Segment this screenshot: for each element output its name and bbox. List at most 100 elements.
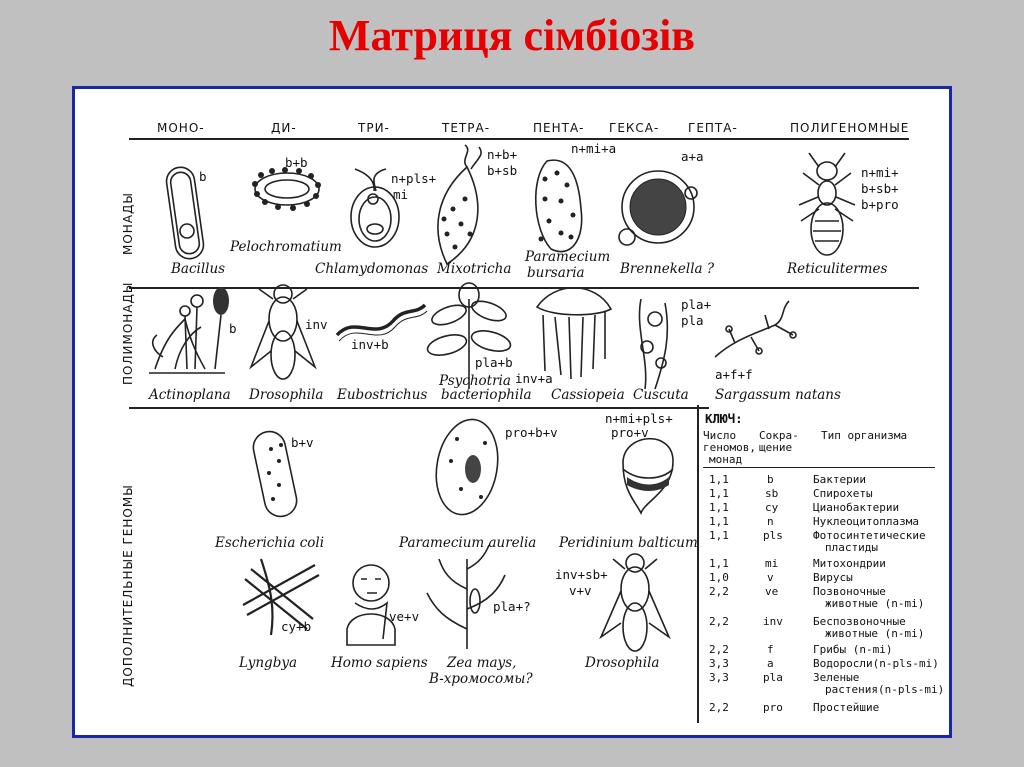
column-header-mono: МОНО-	[157, 121, 205, 135]
key-abbr: pls	[763, 529, 783, 542]
slide-title: Матриця сімбіозів	[328, 11, 696, 60]
row-divider-2	[129, 407, 709, 409]
key-abbr: pla	[763, 671, 783, 684]
escherichia-coli-code: b+v	[291, 435, 314, 450]
cassiopeia-drawing	[535, 287, 613, 380]
key-num: 3,3	[709, 657, 729, 670]
pelochromatium-code: b+b	[285, 155, 308, 170]
key-col-type: Тип организма	[821, 429, 908, 442]
cuscuta-code-2: pla	[681, 313, 704, 328]
column-header-hexa: ГЕКСА-	[609, 121, 660, 135]
mixotricha-code-2: b+sb	[487, 163, 518, 178]
reticulitermes-label: Reticulitermes	[787, 261, 888, 277]
key-type-2: растения(n-pls-mi)	[825, 683, 945, 696]
key-num: 2,2	[709, 615, 729, 628]
key-num: 1,1	[709, 529, 729, 542]
paramecium-bursaria-drawing	[534, 159, 583, 253]
key-type-2: животные (n-mi)	[825, 627, 925, 640]
key-num: 3,3	[709, 671, 729, 684]
cuscuta-label: Cuscuta	[633, 387, 689, 403]
column-header-di: ДИ-	[271, 121, 297, 135]
actinoplana-label: Actinoplana	[149, 387, 231, 403]
key-abbr: cy	[765, 501, 779, 514]
drosophila-drawing-additional	[599, 553, 671, 652]
sargassum-code: a+f+f	[715, 367, 753, 382]
peridinium-drawing	[622, 437, 674, 516]
drosophila-code-additional-2: v+v	[569, 583, 592, 598]
peridinium-code-1: n+mi+pls+	[605, 411, 673, 426]
key-type: Фотосинтетические	[813, 529, 926, 542]
key-type: Вирусы	[813, 571, 853, 584]
row-divider-1	[129, 287, 919, 289]
zea-mays-code: pla+?	[493, 599, 531, 614]
key-type: Нуклеоцитоплазма	[813, 515, 919, 528]
key-col-number-2: геномов,	[703, 441, 756, 454]
bacillus-drawing	[165, 166, 205, 260]
key-abbr: a	[767, 657, 774, 670]
cassiopeia-label: Cassiopeia	[551, 387, 625, 403]
paramecium-aurelia-code: pro+b+v	[505, 425, 558, 440]
key-num: 1,0	[709, 571, 729, 584]
peridinium-label: Peridinium balticum	[559, 535, 698, 551]
chlamydomonas-drawing	[350, 168, 400, 248]
actinoplana-code: b	[229, 321, 237, 336]
chlamydomonas-code-1: n+pls+	[391, 171, 437, 186]
key-col-number-3: монад	[709, 453, 743, 466]
zea-mays-label-2: B-хромосомы?	[429, 671, 533, 687]
key-col-abbr-2: щение	[759, 441, 793, 454]
psychotria-code: pla+b	[475, 355, 513, 370]
symbiosis-matrix-figure: МОНО- ДИ- ТРИ- ТЕТРА- ПЕНТА- ГЕКСА- ГЕПТ…	[72, 86, 952, 738]
pelochromatium-label: Pelochromatium	[230, 239, 342, 255]
paramecium-bursaria-label-1: Paramecium	[525, 249, 611, 265]
bacillus-code: b	[199, 169, 207, 184]
cuscuta-code-1: pla+	[681, 297, 712, 312]
column-header-tri: ТРИ-	[358, 121, 390, 135]
key-type: Позвоночные	[813, 585, 886, 598]
paramecium-bursaria-label-2: bursaria	[527, 265, 585, 281]
zea-mays-drawing	[426, 544, 506, 649]
reticulitermes-drawing	[798, 152, 856, 256]
brennekella-drawing	[618, 170, 698, 246]
column-header-tetra: ТЕТРА-	[442, 121, 491, 135]
key-col-abbr-1: Сокра-	[759, 429, 799, 442]
drosophila-code-additional-1: inv+sb+	[555, 567, 608, 582]
mixotricha-code-1: n+b+	[487, 147, 518, 162]
homo-sapiens-drawing	[346, 564, 396, 646]
mixotricha-label: Mixotricha	[437, 261, 512, 277]
organism-drawings	[149, 144, 856, 652]
bacillus-label: Bacillus	[171, 261, 226, 277]
key-num: 2,2	[709, 643, 729, 656]
key-num: 2,2	[709, 585, 729, 598]
paramecium-aurelia-label: Paramecium aurelia	[399, 535, 537, 551]
brennekella-label: Brennekella ?	[620, 261, 715, 277]
drosophila-label-additional: Drosophila	[585, 655, 660, 671]
key-abbr: v	[767, 571, 774, 584]
key-type: Зеленые	[813, 671, 860, 684]
sargassum-drawing	[714, 300, 797, 358]
key-num: 1,1	[709, 515, 729, 528]
drosophila-label-polymonad: Drosophila	[249, 387, 324, 403]
key-abbr: b	[767, 473, 774, 486]
eubostrichus-code: inv+b	[351, 337, 389, 352]
column-header-penta: ПЕНТА-	[533, 121, 585, 135]
psychotria-label-1: Psychotria	[439, 373, 511, 389]
key-abbr: sb	[765, 487, 779, 500]
psychotria-drawing	[426, 282, 512, 389]
key-num: 1,1	[709, 473, 729, 486]
brennekella-code: a+a	[681, 149, 704, 164]
eubostrichus-drawing	[335, 303, 428, 342]
key-type-2: пластиды	[825, 541, 878, 554]
pelochromatium-drawing	[252, 167, 321, 211]
chlamydomonas-label: Chlamydomonas	[315, 261, 429, 277]
lyngbya-code: cy+b	[281, 619, 312, 634]
key-num: 2,2	[709, 701, 729, 714]
eubostrichus-label: Eubostrichus	[337, 387, 428, 403]
header-line	[129, 138, 909, 140]
key-type-2: животные (n-mi)	[825, 597, 925, 610]
zea-mays-label-1: Zea mays,	[447, 655, 517, 671]
key-type: Беспозвоночные	[813, 615, 906, 628]
column-header-polygenomic: ПОЛИГЕНОМНЫЕ	[790, 121, 910, 135]
key-num: 1,1	[709, 501, 729, 514]
key-type: Бактерии	[813, 473, 866, 486]
drosophila-code-polymonad: inv	[305, 317, 328, 332]
